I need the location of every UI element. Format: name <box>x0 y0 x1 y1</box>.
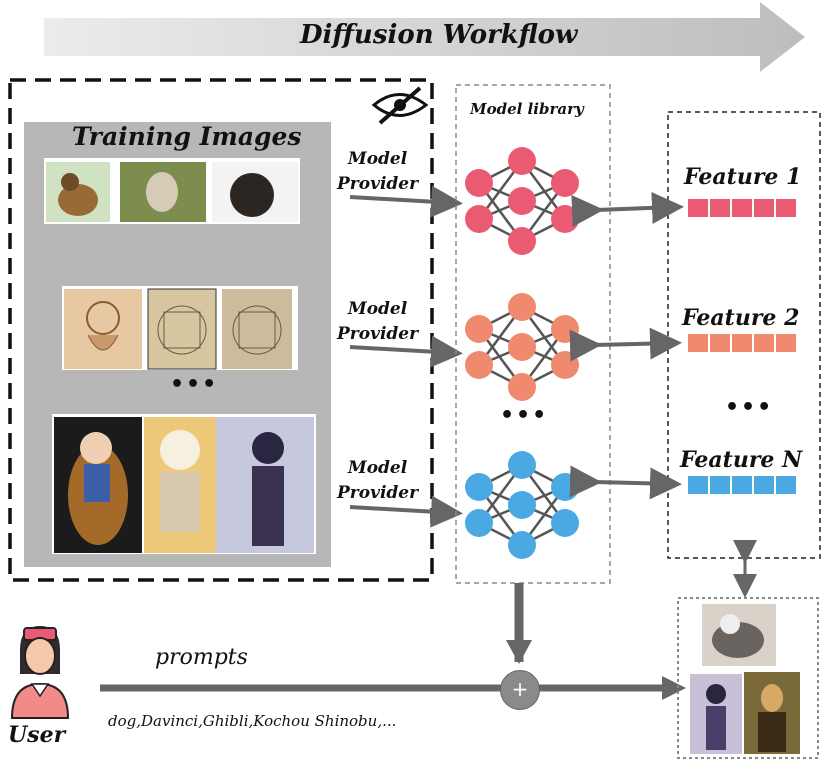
neural-network-orange <box>465 293 579 401</box>
model-provider-label-2: Model Provider <box>337 299 419 344</box>
feature-2-label: Feature 2 <box>682 305 800 331</box>
network-node <box>508 147 536 175</box>
feature-cell <box>732 476 752 494</box>
feature-bars <box>688 199 796 494</box>
feature-cell <box>710 476 730 494</box>
provider-arrows <box>349 185 463 528</box>
training-images-title: Training Images <box>72 122 302 151</box>
feature-cell <box>754 199 774 217</box>
network-node <box>551 315 579 343</box>
network-node <box>465 351 493 379</box>
network-node <box>551 205 579 233</box>
davinci-image-row <box>62 286 298 370</box>
training-ellipsis: ••• <box>170 372 219 397</box>
library-ellipsis: ••• <box>500 403 549 428</box>
feature-cell <box>732 199 752 217</box>
network-node <box>508 531 536 559</box>
network-node <box>508 333 536 361</box>
vitruvian-1 <box>147 288 217 370</box>
model-library-box <box>455 84 611 584</box>
network-node <box>508 293 536 321</box>
generated-images <box>690 604 800 754</box>
feature-cell <box>754 334 774 352</box>
feature-ellipsis: ••• <box>725 395 774 420</box>
prompt-examples: dog,Davinci,Ghibli,Kochou Shinobu,... <box>108 712 397 730</box>
eye-slash-icon <box>371 86 429 125</box>
network-node <box>551 351 579 379</box>
model-library-title: Model library <box>470 100 584 118</box>
library-down-arrowhead <box>506 640 532 664</box>
network-node <box>508 491 536 519</box>
model-provider-label-3: Model Provider <box>337 458 419 503</box>
diffusion-workflow-title: Diffusion Workflow <box>300 20 578 50</box>
network-node <box>465 315 493 343</box>
network-feature-arrows <box>569 191 757 598</box>
network-node <box>465 473 493 501</box>
neural-network-blue <box>465 451 579 559</box>
network-node <box>551 169 579 197</box>
plus-icon: + <box>500 670 540 710</box>
network-node <box>508 187 536 215</box>
user-label: User <box>8 722 66 748</box>
neural-network-red <box>465 147 579 255</box>
feature-cell <box>688 476 708 494</box>
feature-cell <box>776 199 796 217</box>
feature-cell <box>732 334 752 352</box>
feature-cell <box>710 199 730 217</box>
feature-n-label: Feature N <box>680 447 803 473</box>
network-node <box>551 509 579 537</box>
feature-cell <box>776 476 796 494</box>
prompt-arrowhead <box>662 676 686 700</box>
network-node <box>551 473 579 501</box>
prompts-label: prompts <box>155 645 248 670</box>
feature-cell <box>776 334 796 352</box>
network-node <box>465 205 493 233</box>
feature-1-label: Feature 1 <box>684 164 802 190</box>
feature-cell <box>688 334 708 352</box>
network-node <box>508 227 536 255</box>
feature-cell <box>710 334 730 352</box>
model-provider-label-1: Model Provider <box>337 149 419 194</box>
feature-cell <box>754 476 774 494</box>
dog-image-row <box>44 158 300 224</box>
user-avatar-icon <box>10 626 70 719</box>
network-node <box>508 451 536 479</box>
network-node <box>465 509 493 537</box>
feature-cell <box>688 199 708 217</box>
network-node <box>508 373 536 401</box>
network-node <box>465 169 493 197</box>
workflow-banner-arrow <box>44 2 805 72</box>
vitruvian-2 <box>222 289 292 369</box>
hidden-training-box <box>8 78 434 582</box>
anime-image-row <box>52 414 316 554</box>
